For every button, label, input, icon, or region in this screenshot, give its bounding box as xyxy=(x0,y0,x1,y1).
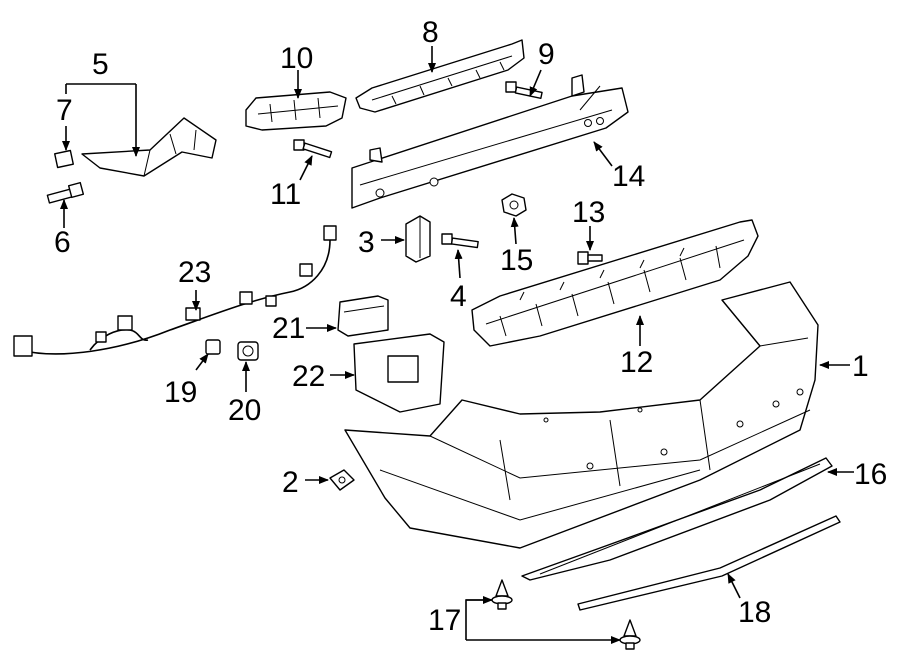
callout-7: 7 xyxy=(56,94,73,127)
part-22-bracket xyxy=(353,333,445,413)
callout-10: 10 xyxy=(280,42,313,75)
callout-8: 8 xyxy=(422,16,439,49)
part-17-push-pin-a xyxy=(491,579,513,610)
callout-2: 2 xyxy=(282,466,299,499)
part-14-impact-bar xyxy=(351,74,629,209)
part-10-bracket xyxy=(245,91,347,131)
callout-11: 11 xyxy=(270,178,301,211)
callout-15: 15 xyxy=(500,244,533,277)
callout-1: 1 xyxy=(852,350,869,383)
part-15-nut xyxy=(501,193,527,217)
callout-6: 6 xyxy=(54,226,71,259)
part-12-energy-absorber xyxy=(471,219,759,347)
callout-20: 20 xyxy=(228,394,261,427)
callout-5: 5 xyxy=(92,48,109,81)
callout-18: 18 xyxy=(738,596,771,629)
callout-3: 3 xyxy=(358,226,375,259)
part-1-bumper-cover xyxy=(344,281,819,549)
callout-12: 12 xyxy=(620,346,653,379)
part-9-bolt xyxy=(505,81,543,100)
callout-17: 17 xyxy=(428,604,461,637)
part-3-clip xyxy=(405,215,431,263)
leader-lines xyxy=(60,46,854,644)
callout-23: 23 xyxy=(178,256,211,289)
callout-22: 22 xyxy=(292,360,325,393)
part-19-sensor xyxy=(205,339,221,355)
callout-13: 13 xyxy=(572,196,605,229)
callout-19: 19 xyxy=(164,376,197,409)
callout-4: 4 xyxy=(450,280,467,313)
part-2-clip xyxy=(329,469,355,491)
part-21-module xyxy=(337,295,389,337)
callout-labels: 1 2 3 4 5 6 7 8 9 10 11 12 13 14 15 16 1… xyxy=(54,16,887,637)
part-6-bolt xyxy=(46,181,85,204)
part-17-push-pin-b xyxy=(619,619,641,650)
part-20-sensor-bezel xyxy=(237,341,259,361)
part-13-screw xyxy=(577,251,603,265)
part-11-bolt xyxy=(293,139,333,159)
part-23-wiring-harness xyxy=(13,225,337,357)
callout-16: 16 xyxy=(854,458,887,491)
part-4-bolt xyxy=(441,233,479,249)
part-18-molding xyxy=(577,515,841,611)
callout-14: 14 xyxy=(612,160,645,193)
part-5-support xyxy=(81,117,217,177)
part-8-absorber-upper xyxy=(355,39,525,113)
part-16-valance xyxy=(521,457,833,581)
part-7-clip xyxy=(54,149,74,169)
callout-21: 21 xyxy=(272,312,305,345)
callout-9: 9 xyxy=(538,38,555,71)
